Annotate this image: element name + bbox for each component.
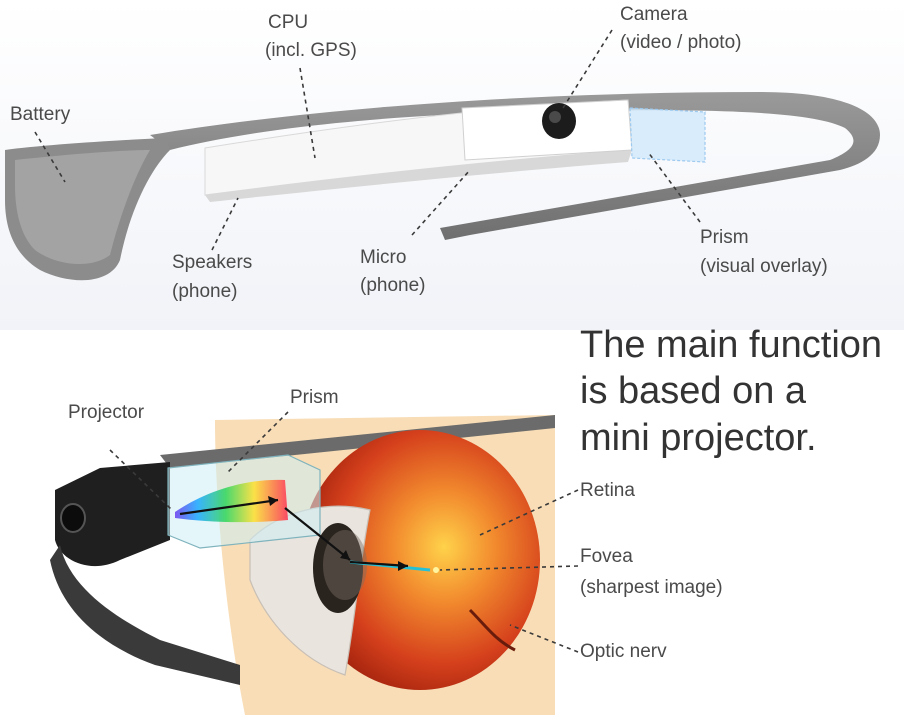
projector-housing bbox=[55, 462, 170, 567]
leader-prism-top bbox=[647, 151, 701, 223]
caption-line-2: is based on a bbox=[580, 370, 807, 412]
label-fovea-sub: (sharpest image) bbox=[580, 577, 723, 598]
label-optic: Optic nerv bbox=[580, 641, 667, 662]
caption-line-3: mini projector. bbox=[580, 417, 817, 459]
frame-arm bbox=[150, 92, 880, 240]
battery-face bbox=[15, 150, 150, 265]
eye-illustration bbox=[50, 415, 555, 715]
label-cpu: CPU bbox=[268, 12, 308, 33]
leader-fovea bbox=[439, 565, 579, 571]
fovea-point bbox=[433, 567, 439, 573]
label-fovea: Fovea bbox=[580, 546, 633, 567]
pupil bbox=[313, 523, 363, 613]
projector-lens bbox=[60, 503, 86, 533]
leader-retina bbox=[479, 489, 579, 536]
label-camera-sub: (video / photo) bbox=[620, 32, 741, 53]
label-projector: Projector bbox=[68, 402, 145, 423]
label-retina: Retina bbox=[580, 480, 635, 501]
glass-device bbox=[5, 92, 880, 281]
label-prism-top-sub: (visual overlay) bbox=[700, 256, 828, 277]
label-micro: Micro bbox=[360, 247, 406, 268]
label-speakers: Speakers bbox=[172, 252, 252, 273]
leader-prism-bottom bbox=[227, 411, 289, 473]
eye-globe bbox=[300, 430, 540, 690]
frame-bar bbox=[160, 415, 555, 468]
lens bbox=[323, 530, 367, 600]
leader-battery bbox=[34, 131, 66, 183]
leader-micro bbox=[411, 169, 471, 236]
label-prism-top: Prism bbox=[700, 227, 749, 248]
label-prism-bottom: Prism bbox=[290, 387, 339, 408]
caption-line-1: The main function bbox=[580, 324, 882, 366]
label-battery: Battery bbox=[10, 104, 71, 125]
label-speakers-sub: (phone) bbox=[172, 281, 238, 302]
label-camera: Camera bbox=[620, 4, 688, 25]
arrow-projector bbox=[179, 498, 279, 516]
leader-speakers bbox=[211, 197, 239, 251]
arrow-projector-head bbox=[268, 496, 278, 506]
arrow-eye-head bbox=[398, 561, 408, 571]
label-cpu-sub: (incl. GPS) bbox=[265, 40, 357, 61]
label-micro-sub: (phone) bbox=[360, 275, 426, 296]
leader-projector bbox=[109, 449, 173, 511]
arrow-prism-head bbox=[340, 550, 350, 560]
frame-lower-arm bbox=[50, 545, 240, 685]
optic-nerve bbox=[468, 608, 516, 652]
arrow-prism bbox=[284, 507, 351, 561]
camera-lens-highlight bbox=[549, 111, 561, 123]
housing-underside bbox=[205, 150, 632, 202]
prism-top bbox=[629, 107, 706, 163]
